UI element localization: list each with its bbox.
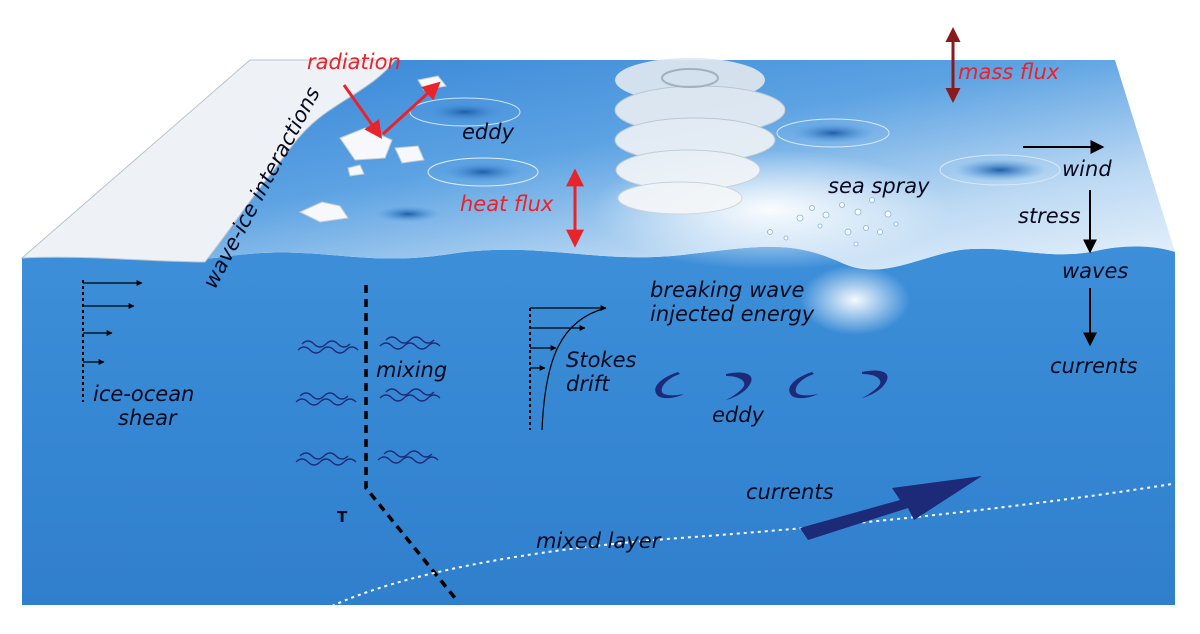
stokes-label: Stokes [566,348,637,372]
radiation-in-arrow [342,84,383,139]
ice-ocean-shear-profile [82,280,143,402]
sea-spray-droplets [767,197,899,247]
cyclone-vortex [614,58,786,215]
eddy-label-top: eddy [462,120,515,144]
currents-label-bottom: currents [746,480,834,504]
surface-eddies [376,97,1061,222]
mixed-layer-line [331,483,1173,607]
mixing-squiggles [295,336,441,466]
injected-energy-label: injected energy [650,302,815,326]
stokes-drift-profile [529,305,607,431]
shear-label: shear [118,406,177,430]
temperature-profile [364,285,457,600]
waves-label: waves [1062,259,1129,283]
eddy-label-bottom: eddy [712,403,765,427]
subsurface-eddy-glyphs [655,370,888,400]
drift-label: drift [566,372,610,396]
mixing-label: mixing [376,358,448,382]
mass-flux-label: mass flux [958,60,1060,84]
heat-flux-label: heat flux [460,192,554,216]
ice-ocean-label: ice-ocean [93,382,195,406]
wind-label: wind [1062,157,1112,181]
current-arrow [800,476,982,540]
ocean-body [22,246,1175,605]
radiation-out-arrow [381,81,441,136]
radiation-label: radiation [307,50,401,74]
stress-label: stress [1018,204,1081,228]
breaking-wave-label: breaking wave [650,278,805,302]
sea-spray-label: sea spray [828,174,930,198]
ice-sheet [20,59,397,263]
mixed-layer-label: mixed layer [536,529,661,553]
currents-label-right: currents [1050,354,1138,378]
temperature-label: T [337,508,348,526]
